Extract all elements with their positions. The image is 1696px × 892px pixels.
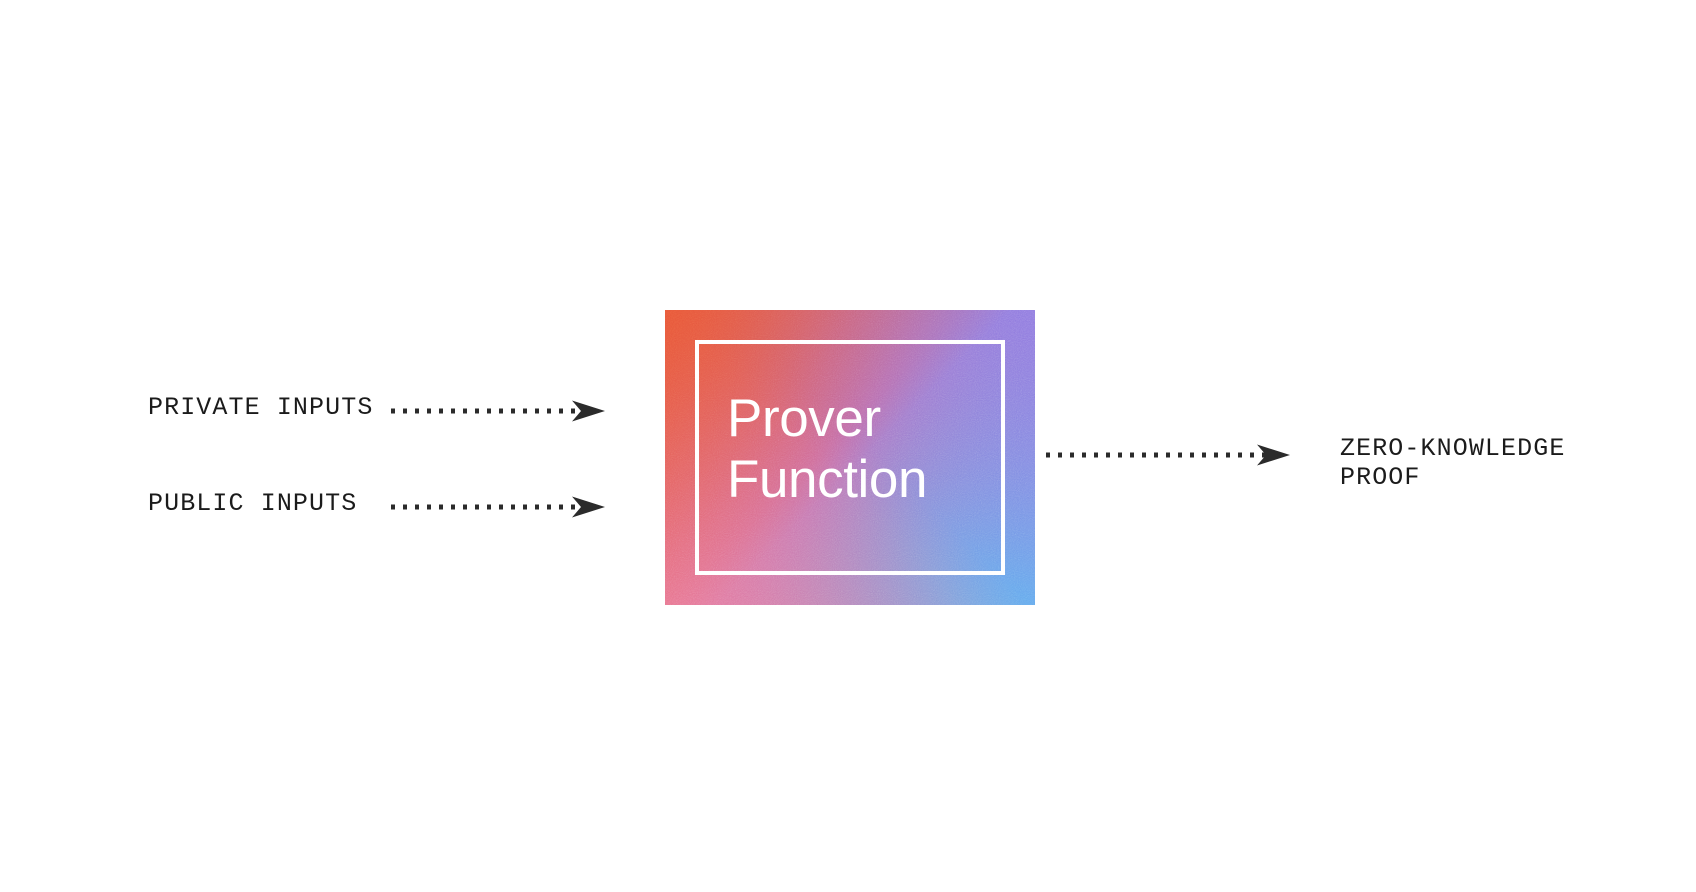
input-label-public-inputs: PUBLIC INPUTS xyxy=(148,489,358,518)
arrow-prover-to-zero-knowledge-proof xyxy=(1046,444,1290,466)
prover-function-label: Prover Function xyxy=(727,389,928,509)
arrowhead-icon xyxy=(572,400,605,422)
arrowhead-icon xyxy=(1257,444,1290,466)
inner-frame-border xyxy=(695,340,1005,575)
arrow-private-inputs-to-prover xyxy=(391,400,605,422)
prover-function-node: Prover Function xyxy=(665,310,1035,605)
input-label-private-inputs: PRIVATE INPUTS xyxy=(148,393,374,422)
arrowhead-icon xyxy=(572,496,605,518)
output-label-zero-knowledge-proof: ZERO-KNOWLEDGE PROOF xyxy=(1340,434,1566,492)
arrow-public-inputs-to-prover xyxy=(391,496,605,518)
